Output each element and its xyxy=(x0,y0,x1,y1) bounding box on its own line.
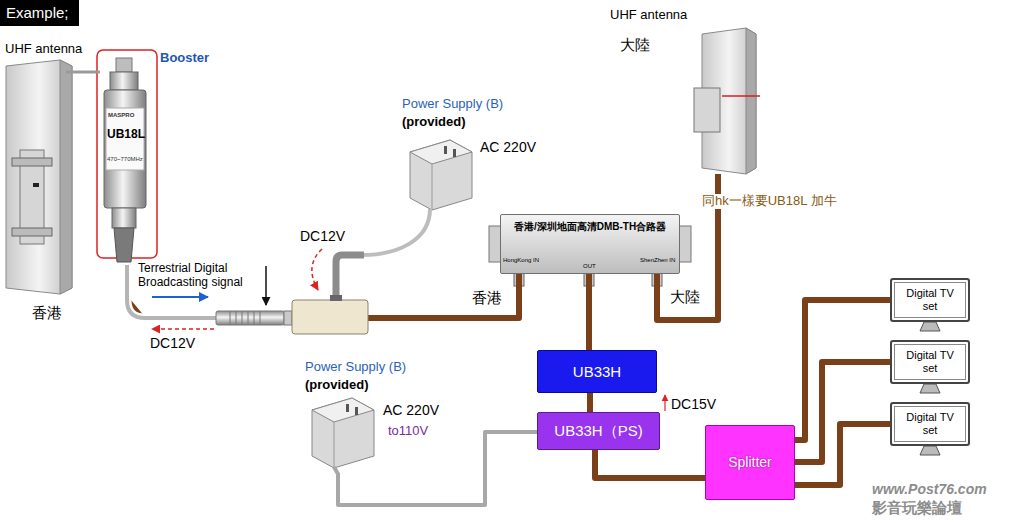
f-coupler xyxy=(216,311,284,325)
frequency-range: 470~770MHz xyxy=(107,156,143,163)
power-unit-box: UB33H（PS) xyxy=(537,412,660,450)
voltage-label: DC12V xyxy=(150,335,195,351)
adapter-edge xyxy=(334,422,335,468)
mount-clamp xyxy=(12,158,52,166)
power-adapter xyxy=(410,140,472,210)
dc-arrow xyxy=(664,395,665,411)
dc-jack xyxy=(330,295,342,301)
port-name: ShenZhen IN xyxy=(640,257,675,264)
input-label: 香港 xyxy=(470,289,504,306)
input-label: 大陸 xyxy=(668,288,702,305)
cable xyxy=(338,432,537,505)
antenna: UHF antenna 大陸 xyxy=(605,6,765,174)
signal-arrow xyxy=(152,296,208,298)
dc-cable xyxy=(362,209,430,255)
device-label: Power Supply (B) xyxy=(305,360,406,375)
plug-prong xyxy=(355,407,358,415)
device-label: Booster xyxy=(160,51,209,66)
device-label: UHF antenna xyxy=(610,8,687,23)
device-label: to110V xyxy=(388,424,428,439)
dc-plug xyxy=(336,255,364,296)
pointer-arrow xyxy=(265,266,267,305)
screen-label: Digital TV set xyxy=(899,287,961,312)
coupler-thread xyxy=(230,311,260,325)
device-label: AC 220V xyxy=(480,139,536,155)
antenna-side xyxy=(60,60,72,294)
tv-stand xyxy=(920,384,940,393)
adapter-face xyxy=(312,398,374,422)
device-label: 香港 xyxy=(32,304,62,321)
dc-arrow xyxy=(312,249,322,290)
signal-note: Terrestrial Digital Broadcasting signal xyxy=(138,262,260,290)
port-name: OUT xyxy=(583,263,596,270)
power-inserter xyxy=(292,300,368,334)
device-label: Power Supply (B) xyxy=(402,97,503,112)
voltage-label: DC12V xyxy=(300,228,345,244)
adapter-face xyxy=(410,140,472,164)
f-connector xyxy=(284,311,292,325)
tv-stand xyxy=(920,446,940,455)
cable xyxy=(586,274,592,350)
adapter-edge xyxy=(432,164,433,210)
antenna-lead xyxy=(66,71,86,74)
antenna-side xyxy=(746,28,756,174)
device-label: UHF antenna xyxy=(5,42,82,57)
note: 同hk一樣要UB18L 加牛 xyxy=(700,194,839,209)
highlight-frame xyxy=(97,50,157,258)
brand-name: MASPRO xyxy=(108,112,134,119)
splitter-box: Splitter xyxy=(705,425,795,500)
cable xyxy=(795,424,890,485)
antenna-panel xyxy=(6,60,72,294)
watermark: 影音玩樂論壇 xyxy=(872,499,962,516)
cable xyxy=(86,71,100,74)
power-supply: Power Supply (B) (provided) AC 220V to110V xyxy=(300,358,465,473)
amplifier-box: UB33H xyxy=(537,350,657,393)
box-label: Splitter xyxy=(728,454,772,470)
voltage-label: DC15V xyxy=(671,396,716,412)
dc-arrow xyxy=(152,328,214,330)
box-label: 香港/深圳地面高清DMB-TH合路器 xyxy=(514,221,666,233)
antenna-mount xyxy=(694,88,720,132)
booster-cap xyxy=(116,58,132,72)
tv-stand xyxy=(920,322,940,331)
connectors xyxy=(86,72,890,505)
mount-ear xyxy=(679,226,691,262)
booster-connector xyxy=(112,208,136,228)
cable-boot xyxy=(114,228,134,262)
power-adapter xyxy=(312,398,374,468)
port-name: HongKong IN xyxy=(503,257,539,264)
booster-body xyxy=(104,90,146,208)
feed-mark xyxy=(722,95,760,97)
watermark: www.Post76.com xyxy=(872,481,987,497)
booster-nut xyxy=(110,72,138,90)
box-label: UB33H（PS) xyxy=(554,422,642,439)
plug-prong xyxy=(444,146,447,154)
feed-point xyxy=(33,183,39,187)
tv-set: Digital TV set xyxy=(890,278,970,322)
device-label: 大陸 xyxy=(620,36,650,53)
heading-title: Example; xyxy=(0,0,79,26)
plug-prong xyxy=(453,149,456,157)
cable xyxy=(795,300,890,440)
device-label: (provided) xyxy=(305,378,369,393)
device-label: (provided) xyxy=(402,115,466,130)
tv-set: Digital TV set xyxy=(890,402,970,446)
box-label: UB33H xyxy=(573,363,621,380)
cable xyxy=(595,450,705,478)
tv-set: Digital TV set xyxy=(890,340,970,384)
cable xyxy=(587,393,593,412)
antenna: UHF antenna 香港 xyxy=(2,42,86,332)
screen-label: Digital TV set xyxy=(899,411,961,436)
screen-label: Digital TV set xyxy=(899,349,961,374)
power-supply: Power Supply (B) (provided) AC 220V xyxy=(398,95,538,215)
dc-cable xyxy=(334,467,338,474)
mount-clamp xyxy=(12,228,52,236)
plug-prong xyxy=(346,404,349,412)
model-number: UB18L xyxy=(107,128,145,142)
device-label: AC 220V xyxy=(383,402,439,418)
